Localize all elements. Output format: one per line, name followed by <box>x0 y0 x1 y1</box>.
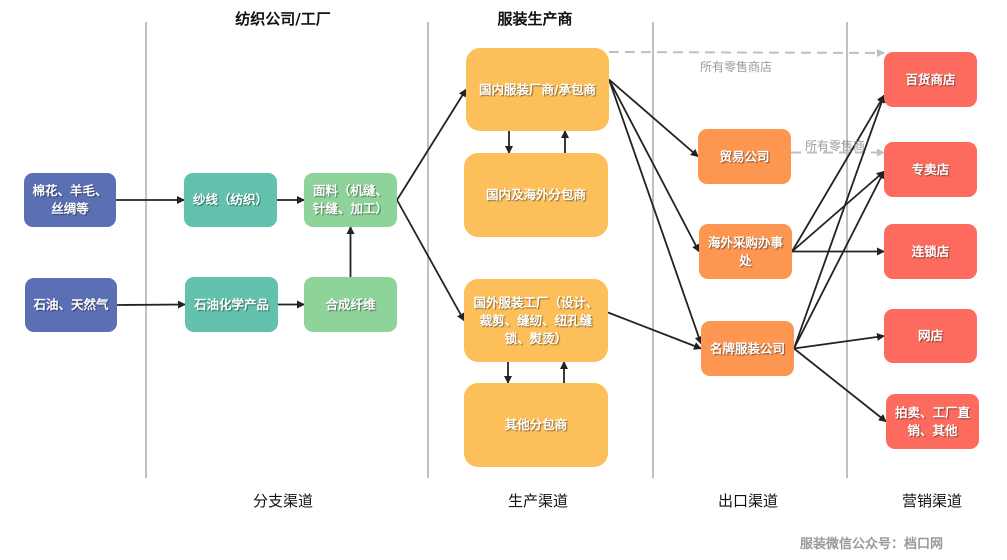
edge-overseas-office-to-specialty <box>791 170 885 253</box>
edge-brand-to-auction <box>793 347 887 423</box>
column-title-apparel-producer: 服装生产商 <box>497 10 573 28</box>
node-cotton[interactable]: 棉花、羊毛、丝绸等 <box>24 173 116 227</box>
column-divider <box>652 22 654 478</box>
footer-production-channel: 生产渠道 <box>507 492 569 510</box>
footer-export-channel: 出口渠道 <box>717 492 779 510</box>
node-auction[interactable]: 拍卖、工厂直销、其他 <box>886 394 979 449</box>
node-domestic-sub[interactable]: 国内及海外分包商 <box>464 153 608 237</box>
edge-brand-to-dept-store <box>793 94 886 349</box>
edge-brand-to-online <box>793 333 885 350</box>
node-brand[interactable]: 名牌服装公司 <box>701 321 794 376</box>
column-divider <box>145 22 147 478</box>
footer-marketing-channel: 营销渠道 <box>901 492 963 510</box>
node-yarn[interactable]: 纱线（纺织） <box>184 173 277 227</box>
edge-domestic-maker-to-dept-store <box>608 48 885 57</box>
column-title-textile: 纺织公司/工厂 <box>235 10 331 28</box>
column-divider <box>846 22 848 478</box>
node-overseas-office[interactable]: 海外采购办事处 <box>699 224 792 279</box>
node-oil[interactable]: 石油、天然气 <box>25 278 117 332</box>
footer-branch-channel: 分支渠道 <box>252 492 314 510</box>
node-other-sub[interactable]: 其他分包商 <box>464 383 608 467</box>
node-online[interactable]: 网店 <box>884 309 977 363</box>
edge-label-all-retail-stores: 所有零售商店 <box>700 60 773 74</box>
edge-domestic-maker-to-trading <box>608 78 699 158</box>
watermark: 服装微信公众号：档口网 <box>799 537 943 552</box>
node-foreign-factory[interactable]: 国外服装工厂（设计、裁剪、缝纫、纽孔缝锁、熨烫） <box>464 279 608 362</box>
node-synthetic[interactable]: 合成纤维 <box>304 277 397 332</box>
edge-foreign-factory-to-brand <box>607 311 702 350</box>
node-domestic-maker[interactable]: 国内服装厂商/承包商 <box>466 48 609 131</box>
node-specialty[interactable]: 专卖店 <box>884 142 977 197</box>
edge-oil-to-petrochem <box>116 300 186 309</box>
column-divider <box>427 22 429 478</box>
node-petrochem[interactable]: 石油化学产品 <box>185 277 278 332</box>
edge-domestic-maker-to-brand <box>608 79 703 345</box>
edge-brand-to-specialty <box>793 170 885 349</box>
edge-fabric-to-foreign-factory <box>396 199 465 322</box>
node-trading[interactable]: 贸易公司 <box>698 129 791 184</box>
node-fabric[interactable]: 面料（机缝、针缝、加工） <box>304 173 397 227</box>
node-chain[interactable]: 连锁店 <box>884 224 977 279</box>
edge-domestic-maker-to-overseas-office <box>608 79 700 253</box>
edge-fabric-to-domestic-maker <box>396 88 467 201</box>
edge-overseas-office-to-dept-store <box>791 94 885 252</box>
node-dept-store[interactable]: 百货商店 <box>884 52 977 107</box>
edge-label-all-retailers: 所有零售商 <box>805 139 866 153</box>
